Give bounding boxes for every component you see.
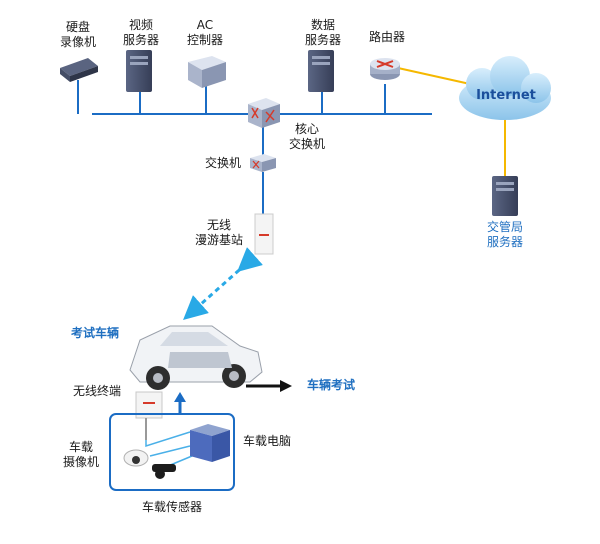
label-dvr: 硬盘录像机	[59, 20, 96, 49]
label-data-server: 数据服务器	[304, 18, 341, 47]
core-switch-icon	[248, 98, 280, 128]
label-vehicle-exam: 车辆考试	[306, 378, 355, 392]
router-icon	[370, 58, 400, 80]
label-wireless-base: 无线漫游基站	[194, 218, 243, 247]
label-onboard-camera: 车载摄像机	[62, 440, 99, 469]
label-switch: 交换机	[204, 156, 241, 170]
wireless-base-icon	[254, 213, 274, 255]
label-exam-vehicle: 考试车辆	[70, 326, 119, 340]
router-internet-link	[397, 67, 471, 85]
panel-up-arrow-head	[174, 392, 186, 402]
onboard-camera-icon	[123, 449, 149, 467]
onboard-sensor-icon	[152, 464, 176, 479]
exam-arrow-head	[280, 380, 292, 392]
data-server-icon	[308, 50, 334, 92]
panel-wiring	[145, 431, 193, 467]
label-wireless-terminal: 无线终端	[72, 384, 121, 398]
video-server-icon	[126, 50, 152, 92]
onboard-computer-icon	[190, 424, 230, 462]
switch-icon	[250, 154, 276, 172]
label-router: 路由器	[368, 30, 405, 44]
label-traffic-server: 交管局服务器	[486, 220, 523, 249]
dvr-icon	[60, 58, 98, 82]
label-onboard-computer: 车载电脑	[242, 434, 291, 448]
label-core-switch: 核心交换机	[288, 122, 325, 151]
internet-cloud-icon	[459, 56, 551, 120]
wireless-terminal-icon	[135, 391, 163, 440]
onboard-panel	[109, 413, 235, 491]
label-onboard-sensor: 车载传感器	[141, 500, 202, 514]
ac-controller-icon	[188, 56, 226, 88]
exam-car-icon	[129, 325, 263, 390]
label-video-server: 视频服务器	[122, 18, 159, 47]
traffic-server-icon	[492, 176, 518, 216]
label-internet: Internet	[476, 88, 536, 103]
wireless-link	[183, 247, 263, 320]
